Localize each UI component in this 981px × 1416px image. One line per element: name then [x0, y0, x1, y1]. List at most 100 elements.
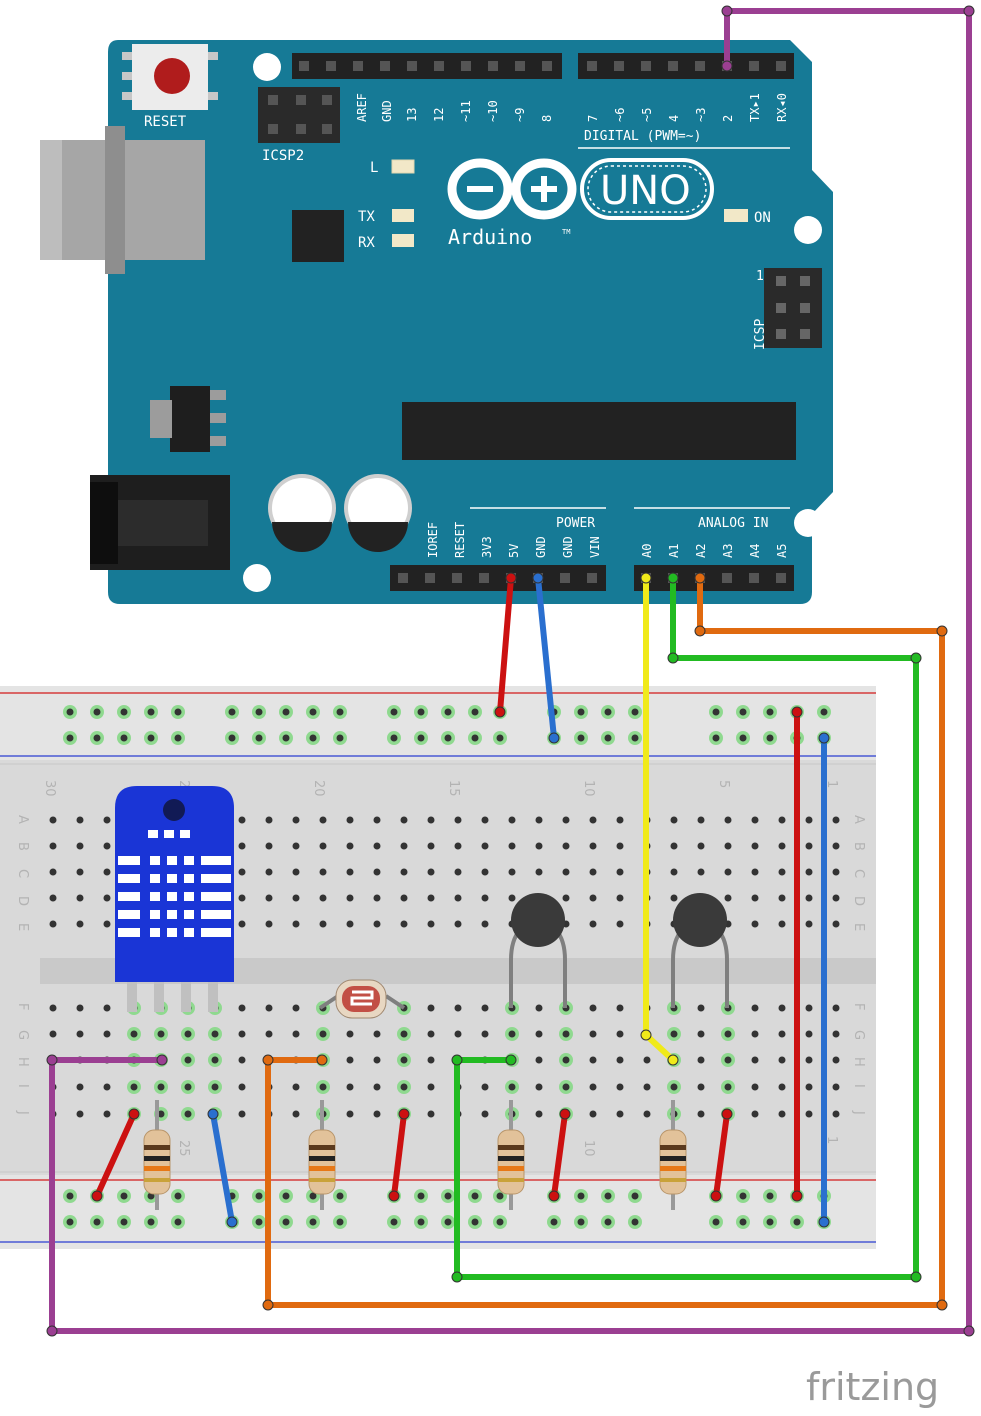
wire-red-therm-1[interactable]	[551, 1111, 568, 1199]
digital-pin-label: 2	[721, 115, 735, 122]
led-rx-icon	[392, 234, 414, 247]
power-pin-label: GND	[561, 536, 575, 558]
analog-pin-label: A3	[721, 544, 735, 558]
col-num-10: 10	[581, 780, 596, 797]
fritzing-watermark: fritzing	[806, 1365, 939, 1409]
row-letters: A B C D E F G H I J A B C D E F G H I J	[15, 815, 866, 1115]
power-analog-pin-sockets	[398, 573, 786, 583]
thermistor	[509, 893, 567, 1008]
analog-header-label: ANALOG IN	[698, 516, 768, 531]
row-letter-e-left: E	[15, 923, 30, 931]
col-num-30: 30	[42, 780, 57, 797]
led-tx-icon	[392, 209, 414, 222]
row-letter-h-left: H	[15, 1057, 30, 1067]
mounting-hole-icon	[243, 564, 271, 592]
power-pin-label: 5V	[507, 544, 521, 558]
icsp2-label: ICSP2	[262, 148, 304, 164]
photoresistor	[318, 979, 406, 1019]
analog-pin-label: A5	[775, 544, 789, 558]
row-letter-f-right: F	[851, 1003, 866, 1010]
icsp-header	[764, 268, 822, 348]
power-pin-label: RESET	[453, 522, 467, 558]
wire-red-5v[interactable]	[497, 575, 514, 715]
capacitor-icon	[344, 474, 412, 552]
mounting-hole-icon	[253, 53, 281, 81]
row-letter-b-right: B	[851, 842, 866, 851]
led-l-icon	[391, 159, 415, 174]
wire-blue-gnd[interactable]	[535, 575, 557, 741]
wire-blue-dht-gnd[interactable]	[210, 1111, 235, 1225]
led-rx-label: RX	[358, 235, 375, 251]
power-header-label: POWER	[556, 516, 595, 531]
power-header	[390, 565, 606, 591]
analog-pin-label: A0	[640, 544, 654, 558]
led-on-label: ON	[754, 210, 771, 226]
row-letter-i-left: I	[15, 1084, 30, 1088]
power-pin-label: 3V3	[480, 536, 494, 558]
voltage-regulator	[170, 386, 210, 452]
digital-header-label: DIGITAL (PWM=~)	[584, 129, 701, 144]
power-pin-label: GND	[534, 536, 548, 558]
wire-red-therm-2[interactable]	[713, 1111, 730, 1199]
row-letter-h-right: H	[851, 1057, 866, 1067]
capacitor-icon	[268, 474, 336, 552]
wire-red-dht-vcc[interactable]	[94, 1111, 137, 1199]
digital-pin-label: ~11	[459, 100, 473, 122]
row-letter-c-right: C	[851, 869, 866, 878]
col-num-15: 15	[446, 780, 461, 797]
wire-end-points	[46, 5, 975, 1337]
row-letter-j-left: J	[15, 1110, 30, 1115]
row-letter-c-left: C	[15, 869, 30, 878]
uno-badge	[580, 158, 714, 220]
uno-label: UNO	[600, 168, 691, 214]
col-num-1-bottom: 1	[824, 1136, 839, 1144]
row-letter-d-left: D	[15, 896, 30, 906]
row-letter-j-right: J	[851, 1110, 866, 1115]
analog-pin-label: A2	[694, 544, 708, 558]
wire-red-ldr[interactable]	[391, 1111, 407, 1199]
digital-header-right	[578, 53, 794, 79]
digital-pin-label: AREF	[355, 93, 369, 122]
analog-header	[634, 565, 794, 591]
row-letter-g-left: G	[15, 1030, 30, 1040]
digital-pin-label: GND	[380, 100, 394, 122]
digital-pin-label: ~3	[694, 108, 708, 122]
col-num-5: 5	[716, 780, 731, 788]
col-num-25-bottom: 25	[176, 1140, 191, 1157]
dht-sensor	[115, 786, 234, 1012]
col-num-20: 20	[311, 780, 326, 797]
microcontroller-chip	[402, 402, 796, 460]
col-num-10-bottom: 10	[581, 1140, 596, 1157]
digital-pin-label: ~10	[486, 100, 500, 122]
reset-button[interactable]	[122, 44, 218, 110]
analog-pin-label: A4	[748, 544, 762, 558]
digital-pin-label: ~5	[640, 108, 654, 122]
digital-pin-label: ~9	[513, 108, 527, 122]
row-letter-f-left: F	[15, 1003, 30, 1010]
digital-pin-label: 13	[405, 108, 419, 122]
col-num-1: 1	[824, 780, 839, 788]
tm-label: TM	[562, 228, 570, 236]
row-letter-a-left: A	[15, 815, 30, 824]
arduino-logo-icon	[447, 158, 577, 220]
digital-pin-label: 12	[432, 108, 446, 122]
digital-pin-label: TX▸1	[748, 93, 762, 122]
row-letter-e-right: E	[851, 923, 866, 931]
reset-label: RESET	[144, 114, 187, 130]
digital-pin-label: 8	[540, 115, 554, 122]
digital-pin-label: RX◂0	[775, 93, 789, 122]
mounting-hole-icon	[794, 216, 822, 244]
digital-pin-label: 4	[667, 115, 681, 122]
led-l-label: L	[370, 160, 378, 176]
mounting-hole-icon	[794, 509, 822, 537]
thermistor	[671, 893, 729, 1008]
digital-pin-label: ~6	[613, 108, 627, 122]
row-letter-a-right: A	[851, 815, 866, 824]
brand-label: Arduino	[448, 225, 532, 249]
row-letter-d-right: D	[851, 896, 866, 906]
analog-pin-label: A1	[667, 544, 681, 558]
power-pin-label: IOREF	[426, 522, 440, 558]
